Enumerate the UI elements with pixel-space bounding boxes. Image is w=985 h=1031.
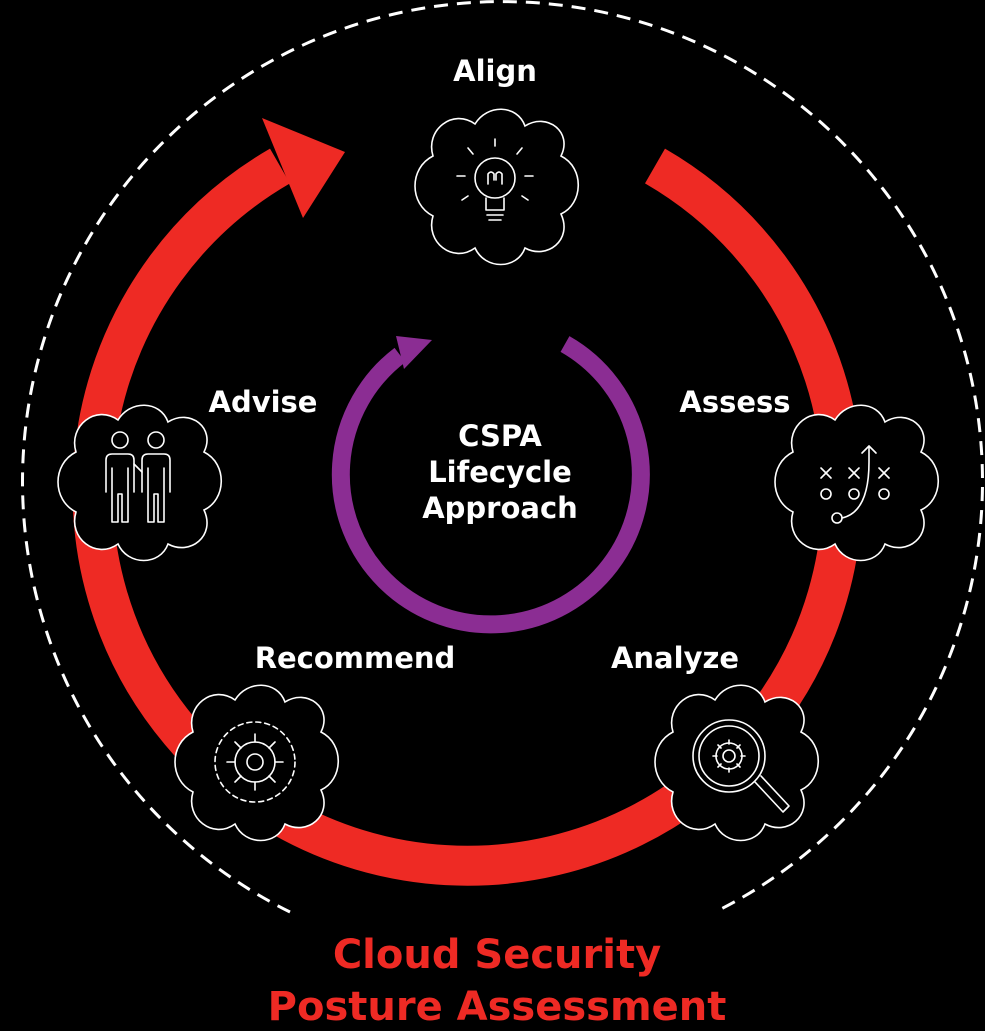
- lightbulb-icon: [456, 138, 534, 221]
- align-bubble: [414, 108, 580, 266]
- advise-bubble: [57, 404, 223, 562]
- inner-cycle-arrowhead: [396, 336, 432, 369]
- two-people-icon: [105, 431, 171, 523]
- recommend-bubble: [174, 684, 340, 842]
- center-label-line1: CSPA: [458, 419, 542, 453]
- dashed-boundary: [21, 0, 984, 914]
- center-label-line3: Approach: [422, 491, 578, 525]
- strategy-play-icon: [820, 445, 890, 524]
- outer-cycle-arrowhead: [262, 118, 345, 218]
- center-label-line2: Lifecycle: [428, 455, 572, 489]
- stage-label-analyze: Analyze: [611, 641, 739, 675]
- stage-label-assess: Assess: [679, 385, 790, 419]
- footer-title-line1: Cloud Security: [333, 932, 661, 978]
- stage-label-advise: Advise: [209, 385, 318, 419]
- stage-label-recommend: Recommend: [255, 641, 456, 675]
- analyze-bubble: [654, 684, 820, 842]
- gears-icon: [214, 721, 296, 803]
- footer-title-line2: Posture Assessment: [268, 984, 727, 1030]
- inner-cycle-ring: [331, 336, 650, 634]
- stage-label-align: Align: [453, 54, 537, 88]
- magnifier-gear-icon: [692, 719, 790, 813]
- assess-bubble: [774, 404, 940, 562]
